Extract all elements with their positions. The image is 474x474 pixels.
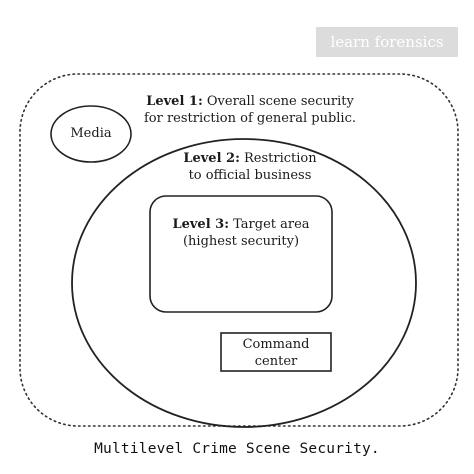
level1-boundary (19, 73, 459, 427)
level2-label: Level 2: Restriction to official busines… (160, 150, 340, 184)
level3-bold: Level 3: (172, 217, 229, 232)
level1-rest: Overall scene security (202, 94, 354, 109)
media-label: Media (51, 125, 131, 142)
level1-line2: for restriction of general public. (143, 111, 356, 126)
media-text: Media (70, 126, 112, 141)
level2-rest: Restriction (239, 151, 317, 166)
command-center-line2: center (254, 354, 298, 369)
level1-label: Level 1: Overall scene security for rest… (120, 93, 380, 127)
level3-label: Level 3: Target area (highest security) (150, 216, 332, 250)
level3-line2: (highest security) (182, 234, 300, 249)
watermark: learn forensics (316, 27, 458, 57)
diagram-caption: Multilevel Crime Scene Security. (94, 441, 380, 457)
level2-line2: to official business (188, 168, 312, 183)
level3-target-area (149, 195, 333, 313)
level2-circle (71, 138, 417, 428)
command-center-line1: Command (242, 337, 310, 352)
level3-line1: Level 3: Target area (150, 216, 332, 233)
level1-bold: Level 1: (146, 94, 203, 109)
level1-line1: Level 1: Overall scene security (120, 93, 380, 110)
command-center-label: Command center (221, 336, 331, 370)
watermark-text: learn forensics (330, 33, 444, 51)
level2-bold: Level 2: (183, 151, 240, 166)
level2-line1: Level 2: Restriction (160, 150, 340, 167)
command-center-box (220, 332, 332, 372)
media-ellipse (50, 105, 132, 163)
level3-rest: Target area (229, 217, 310, 232)
